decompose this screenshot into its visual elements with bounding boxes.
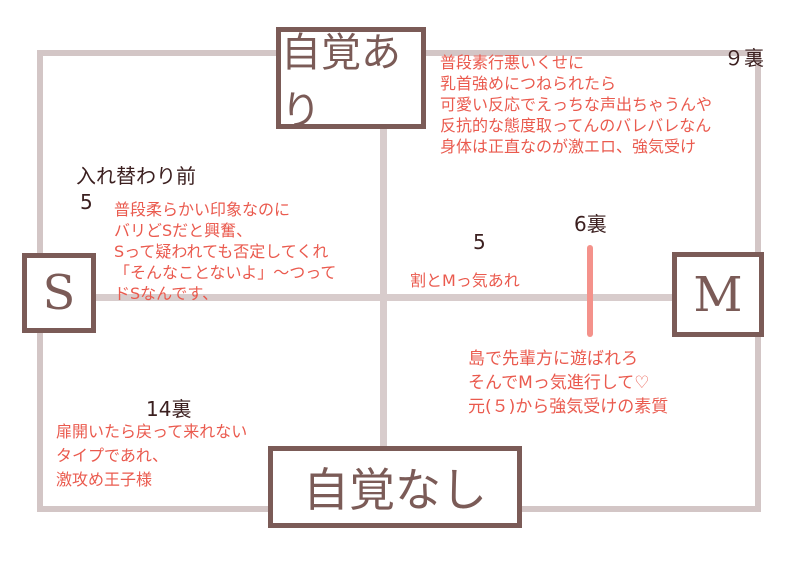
top-right-note: 普段素行悪いくせに 乳首強めにつねられたら 可愛い反応でえっちな声出ちゃうんや … [440, 53, 713, 156]
horizontal-axis [92, 294, 682, 301]
right-axis-label-box: M [672, 252, 764, 337]
left-axis-label-box: S [22, 253, 96, 333]
top-left-count: 5 [80, 190, 93, 214]
left-axis-label: S [42, 265, 76, 321]
top-left-title: 入れ替わり前 [76, 164, 196, 188]
top-axis-label: 自覚あり [281, 30, 401, 134]
top-axis-label-box: 自覚あり [276, 27, 426, 134]
top-left-note: 普段柔らかい印象なのに バリどSだと興奮、 Sって疑われても否定してくれ 「そん… [114, 200, 337, 303]
bottom-axis-label: 自覚なし [303, 463, 487, 517]
bottom-left-count: 14裏 [146, 397, 192, 421]
bottom-right-note: 島で先輩方に遊ばれろ そんでMっ気進行して♡ 元(５)から強気受けの素質 [468, 349, 669, 417]
center-count: 5 [473, 230, 486, 254]
position-marker-line [587, 245, 593, 337]
bottom-axis-label-box: 自覚なし [268, 446, 522, 528]
right-axis-label: M [693, 266, 743, 323]
bottom-left-note: 扉開いたら戻って来れない タイプであれ、 激攻め王子様 [56, 422, 248, 489]
right-count: 6裏 [574, 212, 607, 236]
vertical-axis [380, 50, 387, 505]
center-note: 割とMっ気あれ [410, 271, 520, 290]
top-right-count: ９裏 [724, 46, 764, 70]
